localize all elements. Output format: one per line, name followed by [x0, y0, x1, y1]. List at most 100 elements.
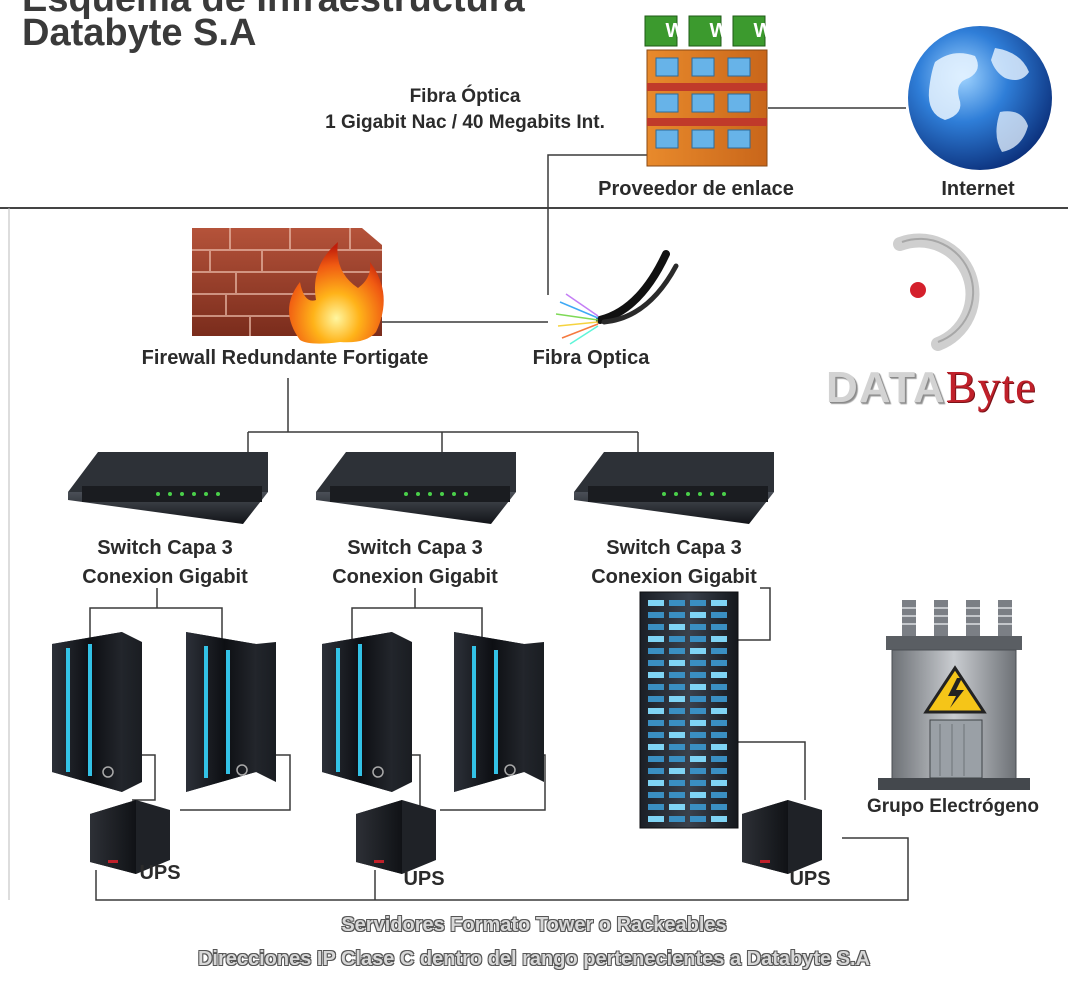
rack-slot-light	[648, 768, 664, 774]
rack-slot-light	[690, 612, 706, 618]
rack-slot-light	[669, 660, 685, 666]
rack-slot-light	[648, 756, 664, 762]
rack-slot-light	[669, 696, 685, 702]
rack-slot-light	[690, 600, 706, 606]
firewall-label: Firewall Redundante Fortigate	[141, 347, 429, 369]
internet-label: Internet	[941, 178, 1015, 200]
uplink-label-line2: 1 Gigabit Nac / 40 Megabits Int.	[325, 112, 605, 133]
rack-slot-light	[648, 720, 664, 726]
ups-label-1: UPS	[139, 862, 181, 884]
internet-globe-icon	[908, 26, 1052, 170]
rack-slot-light	[669, 792, 685, 798]
rack-slot-light	[648, 732, 664, 738]
rack-slot-light	[669, 648, 685, 654]
rack-slot-light	[711, 612, 727, 618]
uplink-label: Fibra Óptica 1 Gigabit Nac / 40 Megabits…	[300, 84, 630, 136]
rack-slot-light	[690, 720, 706, 726]
switch-label-1-line1: Switch Capa 3	[97, 537, 233, 559]
databyte-logo: DATAByte	[822, 232, 1062, 422]
switch-label-3-line2: Conexion Gigabit	[591, 566, 757, 588]
rack-slot-light	[711, 648, 727, 654]
firewall-icon	[192, 228, 384, 344]
rack-slot-light	[711, 816, 727, 822]
rack-slot-light	[711, 708, 727, 714]
rack-slot-light	[648, 636, 664, 642]
rack-slot-light	[711, 672, 727, 678]
databyte-logo-mark	[893, 233, 980, 351]
rack-slot-light	[648, 648, 664, 654]
rack-slot-light	[690, 636, 706, 642]
footer-line-1: Servidores Formato Tower o Rackeables	[341, 914, 727, 936]
switch-label-1: Switch Capa 3 Conexion Gigabit	[70, 534, 260, 592]
rack-slot-light	[690, 756, 706, 762]
switch-label-2-line2: Conexion Gigabit	[332, 566, 498, 588]
rack-slot-light	[690, 660, 706, 666]
rack-slot-light	[711, 660, 727, 666]
rack-slot-light	[648, 600, 664, 606]
ups-label-3: UPS	[789, 868, 831, 890]
rack-slot-light	[648, 708, 664, 714]
rack-slot-light	[669, 732, 685, 738]
rack-slot-light	[648, 672, 664, 678]
tower-server-icons	[52, 632, 544, 792]
footer-line-2: Direcciones IP Clase C dentro del rango …	[197, 948, 871, 970]
switch-icons	[68, 452, 774, 524]
rack-server-icon	[639, 591, 739, 829]
provider-label: Proveedor de enlace	[598, 178, 794, 200]
provider-sign-3: W	[753, 20, 773, 42]
rack-slot-light	[711, 768, 727, 774]
rack-slot-light	[690, 696, 706, 702]
switch-label-3: Switch Capa 3 Conexion Gigabit	[576, 534, 772, 592]
rack-slot-light	[669, 708, 685, 714]
rack-slot-light	[690, 732, 706, 738]
rack-slot-light	[648, 660, 664, 666]
rack-slot-light	[711, 804, 727, 810]
rack-slot-light	[669, 672, 685, 678]
rack-slot-light	[669, 636, 685, 642]
rack-slot-light	[648, 696, 664, 702]
fiber-optic-cable-icon	[555, 250, 679, 345]
rack-slot-light	[690, 744, 706, 750]
rack-slot-light	[711, 756, 727, 762]
provider-sign-2: W	[709, 20, 729, 42]
ups-icons	[90, 800, 822, 874]
rack-slot-light	[690, 804, 706, 810]
rack-slot-light	[690, 672, 706, 678]
rack-slot-light	[711, 732, 727, 738]
rack-slot-light	[711, 744, 727, 750]
rack-slot-light	[669, 816, 685, 822]
logo-text: DATAByte	[826, 360, 1037, 413]
rack-slot-light	[690, 624, 706, 630]
rack-slot-light	[669, 684, 685, 690]
rack-slot-light	[669, 624, 685, 630]
rack-slot-light	[711, 684, 727, 690]
rack-slot-light	[690, 648, 706, 654]
rack-slot-light	[669, 612, 685, 618]
rack-slot-light	[690, 768, 706, 774]
rack-slot-light	[711, 696, 727, 702]
rack-slot-light	[690, 780, 706, 786]
rack-slot-light	[669, 720, 685, 726]
rack-slot-light	[669, 768, 685, 774]
rack-slot-light	[669, 804, 685, 810]
rack-slot-light	[711, 600, 727, 606]
switch-label-2: Switch Capa 3 Conexion Gigabit	[318, 534, 512, 592]
rack-slot-light	[690, 708, 706, 714]
rack-slot-light	[690, 684, 706, 690]
provider-sign-1: W	[665, 20, 685, 42]
page-title-top: Esquema de Infraestructura	[22, 0, 525, 21]
logo-text-byte: Byte	[945, 361, 1037, 412]
switch-label-1-line2: Conexion Gigabit	[82, 566, 248, 588]
rack-slot-light	[648, 744, 664, 750]
rack-slot-light	[669, 744, 685, 750]
rack-slot-light	[711, 780, 727, 786]
page-title: Databyte S.A	[22, 12, 257, 54]
rack-slot-light	[711, 720, 727, 726]
rack-slot-light	[648, 804, 664, 810]
rack-slot-light	[648, 780, 664, 786]
provider-building-icon	[644, 15, 768, 167]
rack-slot-light	[648, 816, 664, 822]
switch-label-2-line1: Switch Capa 3	[347, 537, 483, 559]
rack-slot-light	[711, 636, 727, 642]
